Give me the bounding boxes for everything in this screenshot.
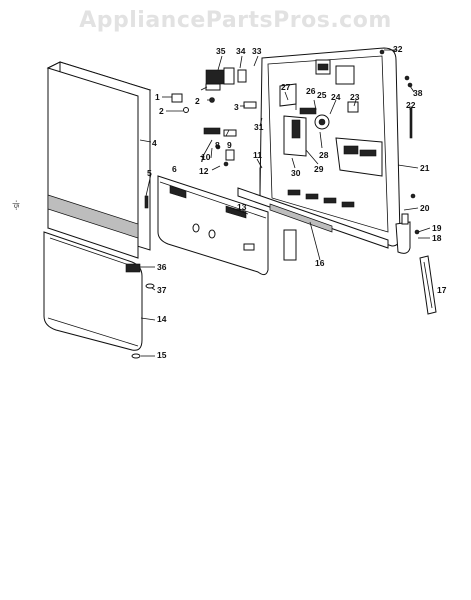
callout-2: 2 (195, 96, 200, 106)
callout-25: 25 (317, 90, 327, 100)
leader-lines (139, 49, 431, 357)
kick-panel (43, 231, 143, 351)
callout-24: 24 (331, 92, 341, 102)
lower-hinge (395, 213, 411, 254)
callout-30: 30 (291, 168, 301, 178)
callout-33: 33 (252, 46, 262, 56)
callout-10: 10 (201, 152, 211, 162)
callout-28: 28 (319, 150, 329, 160)
callout-22: 22 (406, 100, 416, 110)
callout-26: 26 (306, 86, 316, 96)
callout-36: 36 (157, 262, 167, 272)
callout-32: 32 (393, 44, 403, 54)
callout-15: 15 (157, 350, 167, 360)
margin-mark: -|5- (12, 200, 19, 211)
callout-34: 34 (236, 46, 246, 56)
callout-38: 38 (413, 88, 423, 98)
callout-37: 37 (157, 285, 167, 295)
control-panel-trim (157, 175, 269, 276)
hinge-arm (419, 255, 437, 315)
outer-door-panel (46, 61, 152, 259)
callout-3: 3 (234, 102, 239, 112)
callout-5: 5 (147, 168, 152, 178)
callout-6: 6 (172, 164, 177, 174)
watermark-logo: AppliancePartsPros.com (79, 8, 392, 33)
callout-20: 20 (420, 203, 430, 213)
callout-1: 1 (155, 92, 160, 102)
callout-16: 16 (315, 258, 325, 268)
callout-labels: 1 2 2 3 4 5 6 7 8 9 10 11 12 13 14 15 16… (147, 44, 447, 360)
callout-14: 14 (157, 314, 167, 324)
side-strip (283, 229, 297, 261)
callout-4: 4 (152, 138, 157, 148)
callout-19: 19 (432, 223, 442, 233)
callout-31: 31 (254, 122, 264, 132)
callout-23: 23 (350, 92, 360, 102)
callout-21: 21 (420, 163, 430, 173)
callout-7: 7 (200, 154, 205, 164)
screws (131, 49, 420, 359)
callout-27: 27 (281, 82, 291, 92)
callout-9: 9 (227, 140, 232, 150)
clip-36 (125, 263, 141, 273)
callout-11: 11 (253, 150, 262, 160)
callout-17: 17 (437, 285, 447, 295)
callout-13: 13 (237, 202, 247, 212)
callout-29: 29 (314, 164, 324, 174)
callout-2: 2 (159, 106, 164, 116)
callout-18: 18 (432, 233, 442, 243)
callout-12: 12 (199, 166, 209, 176)
inner-door-liner (237, 47, 401, 249)
callout-8: 8 (215, 140, 220, 150)
latch-parts (171, 67, 257, 167)
callout-35: 35 (216, 46, 226, 56)
